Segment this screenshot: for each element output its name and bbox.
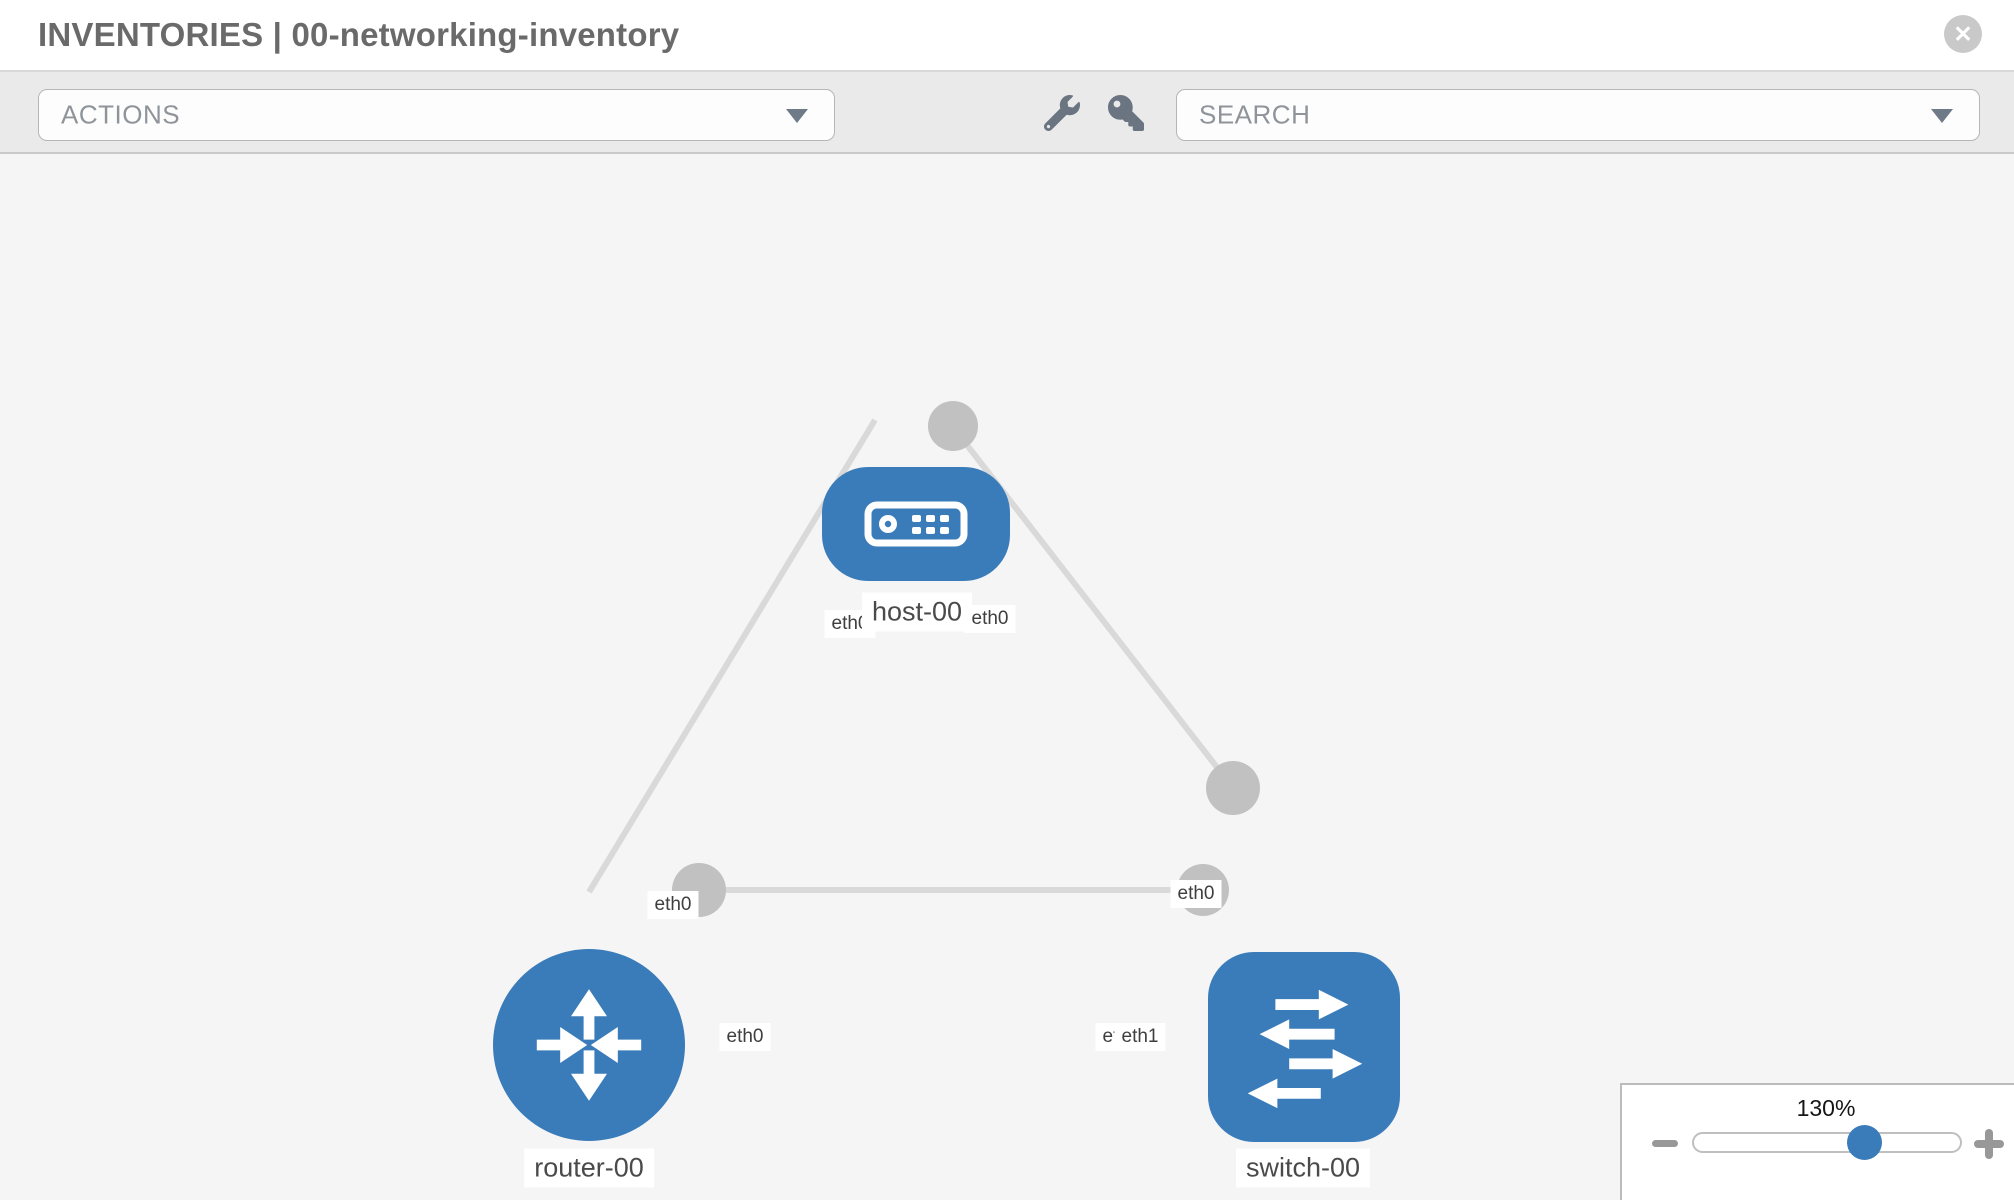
zoom-level-value: 130% (1796, 1095, 1856, 1121)
node-router-00[interactable] (493, 949, 685, 1141)
node-host-00[interactable] (822, 467, 1010, 581)
toolbar: ACTIONS SEARCH (0, 72, 2014, 154)
iface-label: eth1 (1114, 1023, 1166, 1051)
node-label-host: host-00 (861, 592, 973, 632)
chevron-down-icon (786, 109, 808, 123)
node-label-switch: switch-00 (1235, 1148, 1371, 1188)
close-icon[interactable]: ✕ (1944, 15, 1982, 53)
iface-label: eth0 (719, 1023, 771, 1051)
search-dropdown-label: SEARCH (1199, 99, 1311, 130)
zoom-slider[interactable] (1692, 1132, 1962, 1153)
links-layer (586, 401, 1260, 917)
actions-dropdown[interactable]: ACTIONS (38, 89, 835, 141)
search-dropdown[interactable]: SEARCH (1176, 89, 1980, 141)
iface-label: eth0 (647, 891, 699, 919)
zoom-out-icon[interactable] (1652, 1140, 1678, 1147)
iface-label: eth0 (964, 605, 1016, 633)
switch-icon (1247, 989, 1363, 1109)
host-port-connector[interactable] (928, 401, 978, 451)
header-bar: INVENTORIES | 00-networking-inventory ✕ (0, 0, 2014, 72)
zoom-panel: 130% (1620, 1083, 2014, 1200)
node-label-router: router-00 (524, 1148, 654, 1188)
wrench-icon[interactable] (1043, 95, 1080, 132)
switch-port-connector-top[interactable] (1206, 761, 1260, 815)
actions-dropdown-label: ACTIONS (61, 99, 181, 130)
host-icon (864, 501, 968, 547)
chevron-down-icon (1931, 109, 1953, 123)
zoom-slider-handle[interactable] (1847, 1125, 1882, 1160)
zoom-in-icon[interactable] (1974, 1129, 2004, 1159)
page-title: INVENTORIES | 00-networking-inventory (38, 16, 680, 53)
router-icon (536, 989, 642, 1101)
key-icon[interactable] (1108, 95, 1144, 131)
node-switch-00[interactable] (1208, 952, 1400, 1142)
iface-label: eth0 (1170, 880, 1222, 908)
topology-canvas[interactable]: eth0 eth0 eth0 eth0 eth0 eth0 eth1 host-… (0, 154, 2014, 1200)
